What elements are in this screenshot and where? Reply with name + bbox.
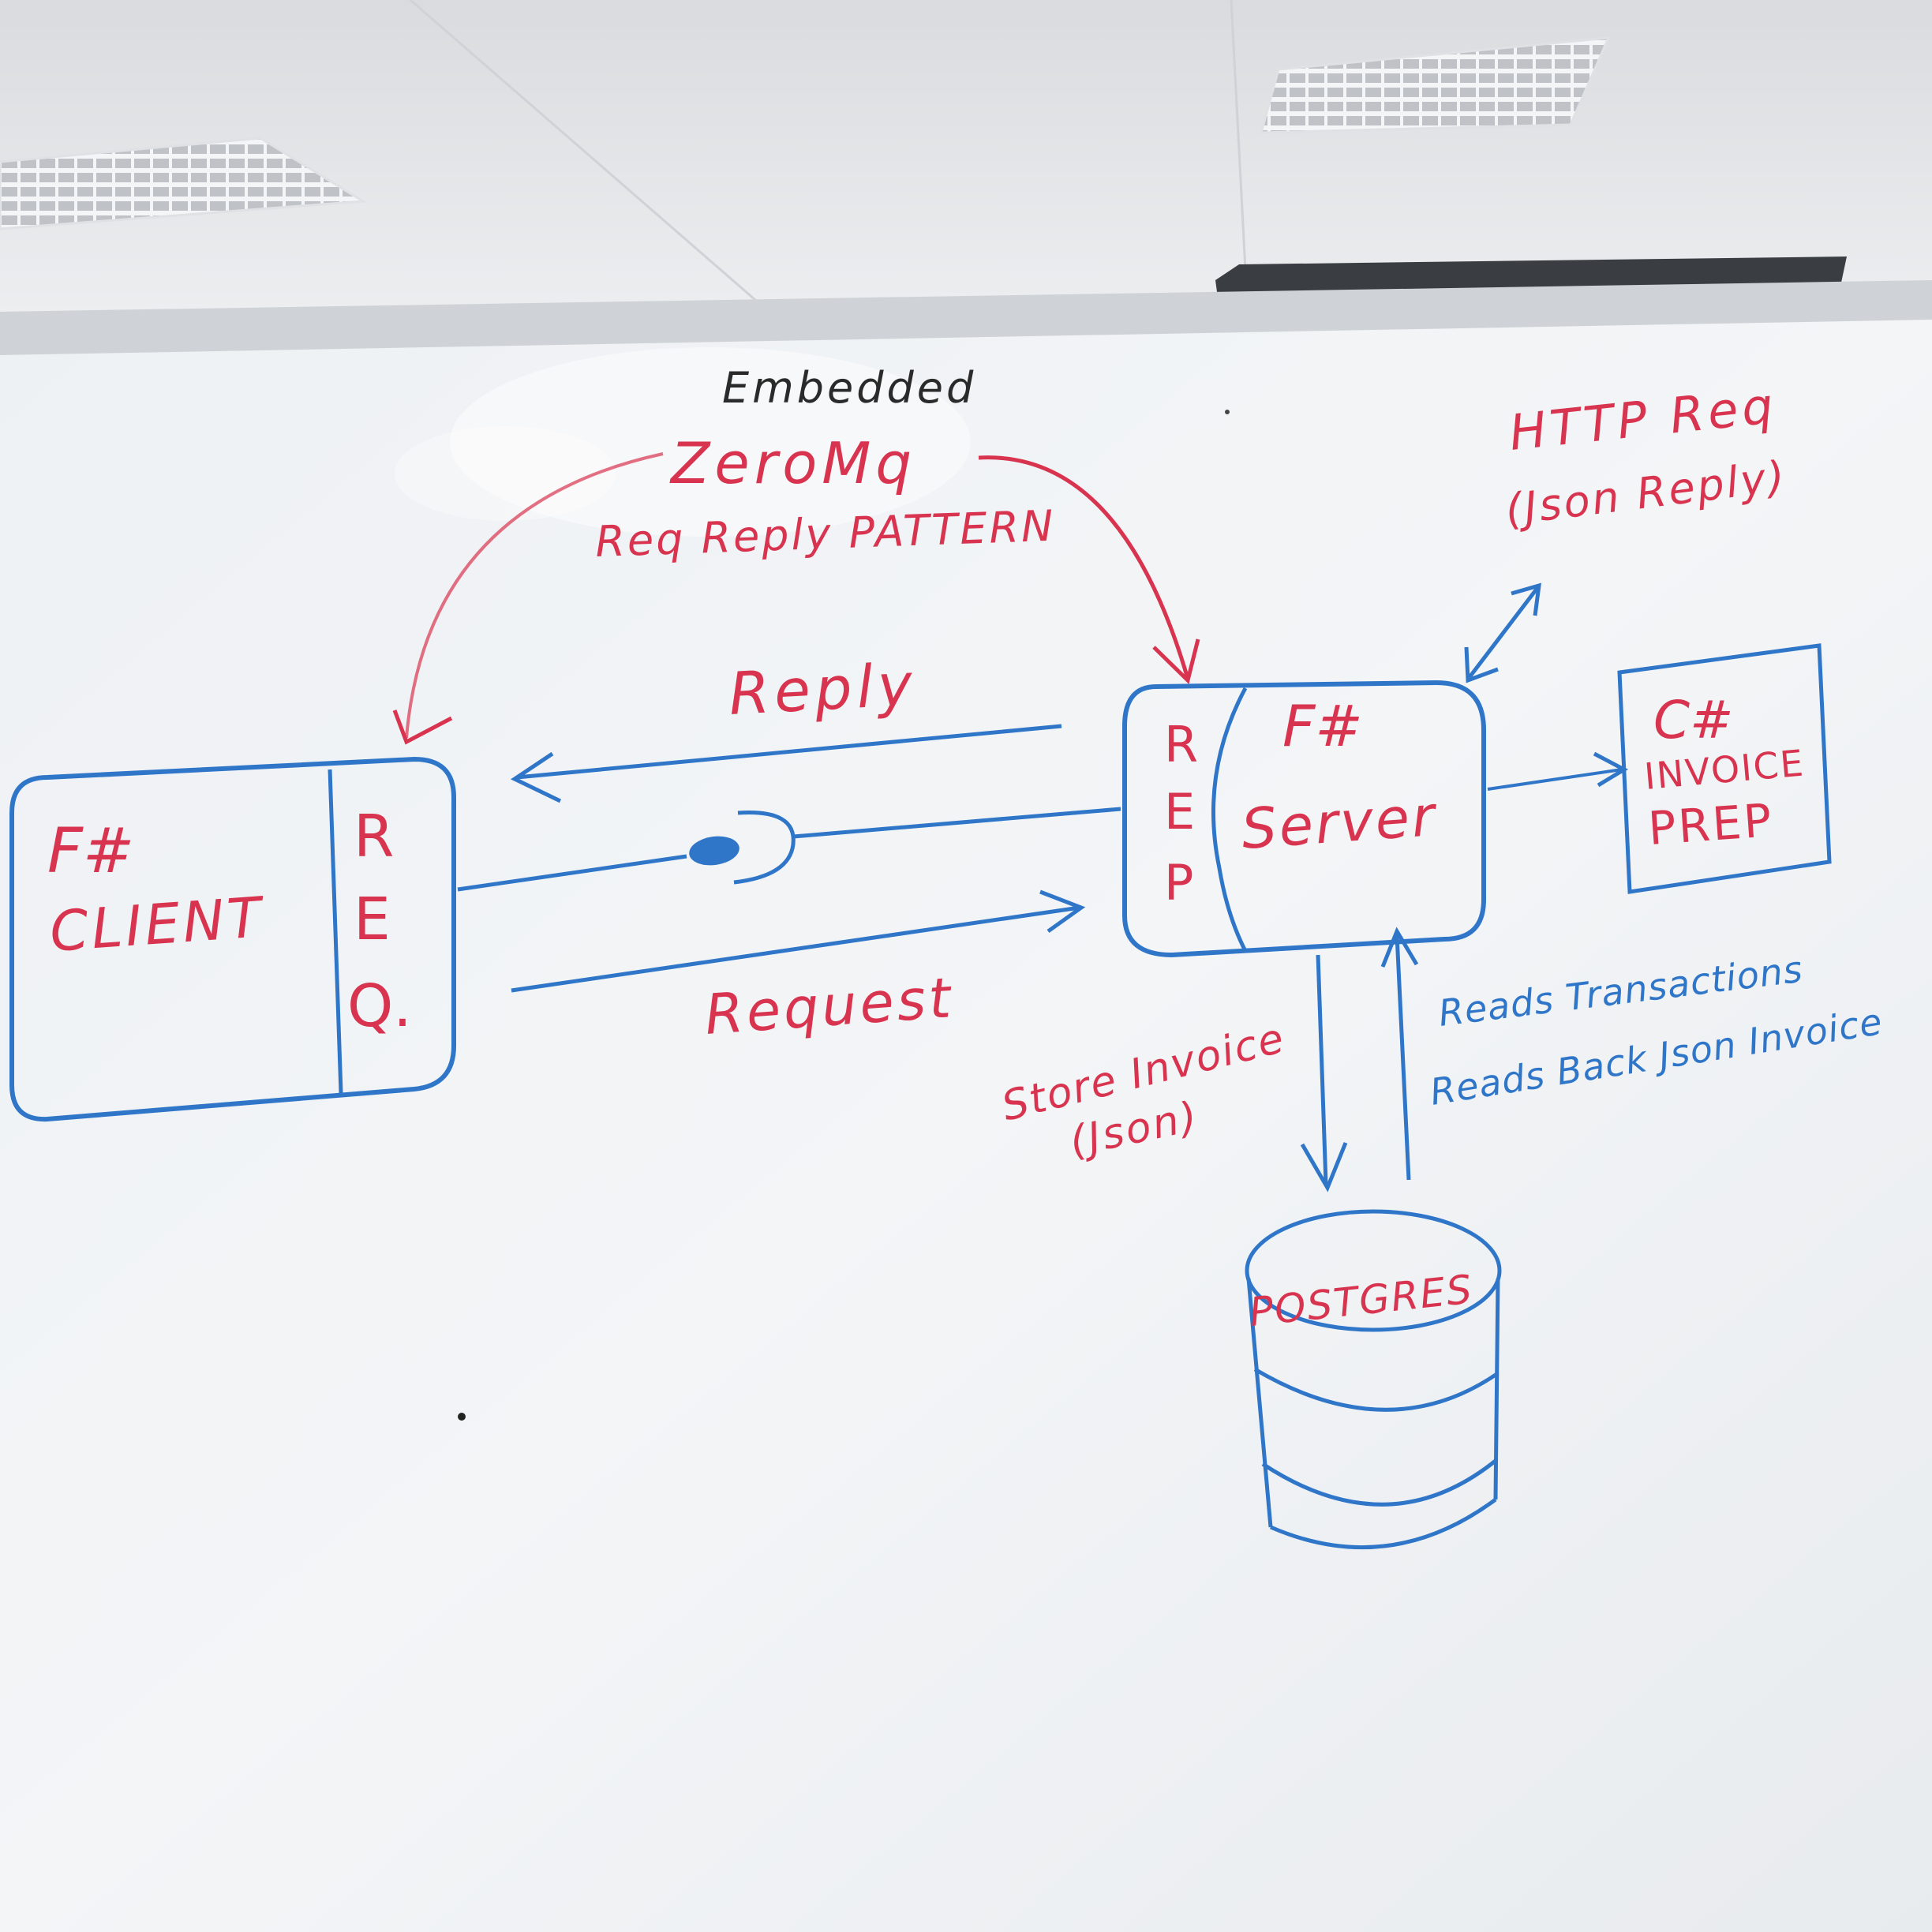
reply-label: Reply <box>727 651 918 728</box>
client-socket-letter: R <box>354 803 394 871</box>
db-top <box>1245 1209 1502 1332</box>
zeromq-to-client-arrow <box>405 452 664 739</box>
invoice-prep-line2: PREP <box>1646 793 1775 856</box>
ceiling-light-left <box>0 137 367 230</box>
server-socket-letter: R <box>1164 716 1198 773</box>
reads-arrowhead <box>1380 927 1419 968</box>
invoice-prep-box <box>1617 643 1832 894</box>
server-box <box>1122 680 1486 958</box>
request-arrowhead <box>1039 889 1086 934</box>
zeromq-to-server-arrowhead <box>1152 638 1200 684</box>
client-box <box>9 756 456 1122</box>
ceiling-seam <box>410 0 774 317</box>
embedded-label: Embedded <box>722 363 976 413</box>
server-title: F# <box>1282 693 1363 759</box>
reads-arrow <box>1395 934 1411 1181</box>
server-node: F# Server R E P <box>1122 680 1486 958</box>
server-subtitle: Server <box>1239 784 1440 862</box>
server-socket-divider <box>1211 687 1248 953</box>
client-title: F# <box>47 816 134 887</box>
zeromq-to-server-arrow <box>978 455 1190 680</box>
reply-arrowhead <box>510 751 562 803</box>
client-socket-divider <box>328 769 343 1094</box>
reply-arrow <box>516 724 1062 780</box>
client-socket-letter: Q. <box>347 972 412 1040</box>
glare <box>395 426 616 521</box>
whiteboard-surface <box>0 320 1932 1932</box>
ceiling-light-right <box>1260 36 1611 134</box>
http-bidirectional-arrow <box>1468 586 1539 679</box>
board-speck <box>458 1413 466 1421</box>
socket-connection-left <box>457 854 687 892</box>
server-to-invoice-arrowhead <box>1593 751 1629 788</box>
server-socket-letter: P <box>1164 854 1193 912</box>
zeromq-label: ZeroMq <box>669 430 916 496</box>
socket-plug <box>689 836 739 866</box>
client-subtitle: CLIENT <box>47 885 267 964</box>
db-ring-2 <box>1261 1458 1498 1507</box>
embedded-label-group: Embedded <box>722 363 976 413</box>
http-arrowhead-bottom <box>1464 646 1499 683</box>
glare <box>450 347 971 537</box>
db-side-right <box>1493 1278 1500 1500</box>
zeromq-to-client-arrowhead <box>392 710 453 745</box>
request-arrow <box>511 905 1080 993</box>
board-speck <box>1225 410 1230 414</box>
client-node: F# CLIENT R E Q. <box>9 756 456 1122</box>
db-bottom <box>1270 1497 1497 1550</box>
socket-cup <box>733 811 796 885</box>
server-to-invoice-arrow <box>1487 768 1623 791</box>
invoice-prep-title: C# <box>1653 690 1733 751</box>
store-invoice-arrowhead <box>1300 1142 1348 1193</box>
db-ring-1 <box>1253 1367 1500 1412</box>
server-socket-letter: E <box>1164 783 1195 841</box>
client-socket-letter: E <box>354 886 391 953</box>
db-side-left <box>1246 1278 1273 1528</box>
http-arrowhead-top <box>1511 582 1541 616</box>
socket-connection-right <box>792 807 1121 839</box>
ceiling-seam <box>1230 0 1249 301</box>
store-invoice-arrow <box>1316 954 1328 1185</box>
